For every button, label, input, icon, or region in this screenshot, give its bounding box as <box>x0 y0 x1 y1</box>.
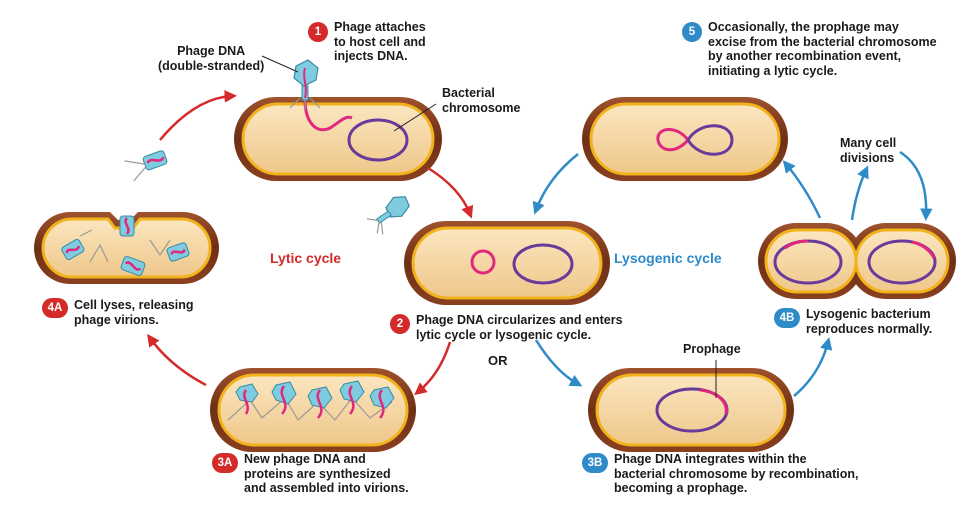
released-virion <box>61 239 85 260</box>
step-3a-badge: 3A <box>212 453 238 473</box>
step-5-badge: 5 <box>682 22 702 42</box>
lysogenic-cycle-label: Lysogenic cycle <box>614 250 722 266</box>
step-4b-text: Lysogenic bacterium reproduces normally. <box>806 307 933 336</box>
arrow-2-to-3b <box>534 339 583 387</box>
cell-4b-dividing <box>758 223 956 299</box>
label-many-divisions: Many cell divisions <box>840 136 897 165</box>
step-3a-text: New phage DNA and proteins are synthesiz… <box>244 452 409 495</box>
excised-prophage-loop <box>656 128 690 152</box>
cell-3a-synthesis <box>210 368 416 452</box>
label-bacterial-chromosome: Bacterial chromosome <box>442 86 521 115</box>
arrow-5-to-2 <box>532 153 579 215</box>
circular-phage-dna <box>470 249 496 275</box>
cell-5-excision <box>582 97 788 181</box>
or-label: OR <box>488 353 508 368</box>
arrow-4a-to-1 <box>159 90 237 141</box>
pointer-phage-dna <box>261 55 299 73</box>
arrow-1-to-2 <box>427 166 474 219</box>
arrow-4b-to-5 <box>782 160 822 219</box>
step-1-text: Phage attaches to host cell and injects … <box>334 20 426 63</box>
bacterial-chromosome <box>512 243 574 285</box>
arrow-2-to-3a <box>414 341 452 396</box>
label-prophage: Prophage <box>683 342 741 356</box>
bacterial-chromosome <box>686 124 734 156</box>
arrow-3b-to-4b <box>793 337 833 397</box>
released-virion <box>166 242 190 262</box>
injected-phage-dna <box>303 99 353 132</box>
arrow-3a-to-4a <box>147 333 207 387</box>
step-4a-text: Cell lyses, releasing phage virions. <box>74 298 194 327</box>
new-virion <box>271 381 297 415</box>
lytic-cycle-label: Lytic cycle <box>270 250 342 266</box>
arrow-divisions-loop <box>899 150 933 221</box>
released-virion <box>120 256 146 276</box>
step-2-text: Phage DNA circularizes and enters lytic … <box>416 313 623 342</box>
cell-1-infection <box>234 59 442 181</box>
step-4b-badge: 4B <box>774 308 800 328</box>
step-5-text: Occasionally, the prophage may excise fr… <box>708 20 937 78</box>
new-virion <box>369 386 395 419</box>
cell-2-circularized <box>404 221 610 305</box>
new-virion <box>235 383 259 415</box>
new-virion <box>339 380 365 415</box>
cell-4a-lysing <box>34 212 219 284</box>
arrow-4b-divisions-up <box>850 165 869 221</box>
prophage-segment <box>699 388 728 415</box>
pointer-bacterial-chromosome <box>393 103 437 132</box>
released-virion <box>119 215 135 237</box>
free-phage <box>366 196 410 235</box>
bacterial-chromosome <box>347 118 409 162</box>
step-1-badge: 1 <box>308 22 328 42</box>
new-virion <box>307 386 333 419</box>
cell-3b-integration <box>588 368 794 452</box>
step-3b-text: Phage DNA integrates within the bacteria… <box>614 452 859 495</box>
chromosome-with-prophage <box>867 239 937 285</box>
attached-phage <box>289 59 321 110</box>
escaping-phage <box>124 150 168 182</box>
step-3b-badge: 3B <box>582 453 608 473</box>
step-4a-badge: 4A <box>42 298 68 318</box>
label-phage-dna: Phage DNA (double-stranded) <box>158 44 265 73</box>
step-2-badge: 2 <box>390 314 410 334</box>
